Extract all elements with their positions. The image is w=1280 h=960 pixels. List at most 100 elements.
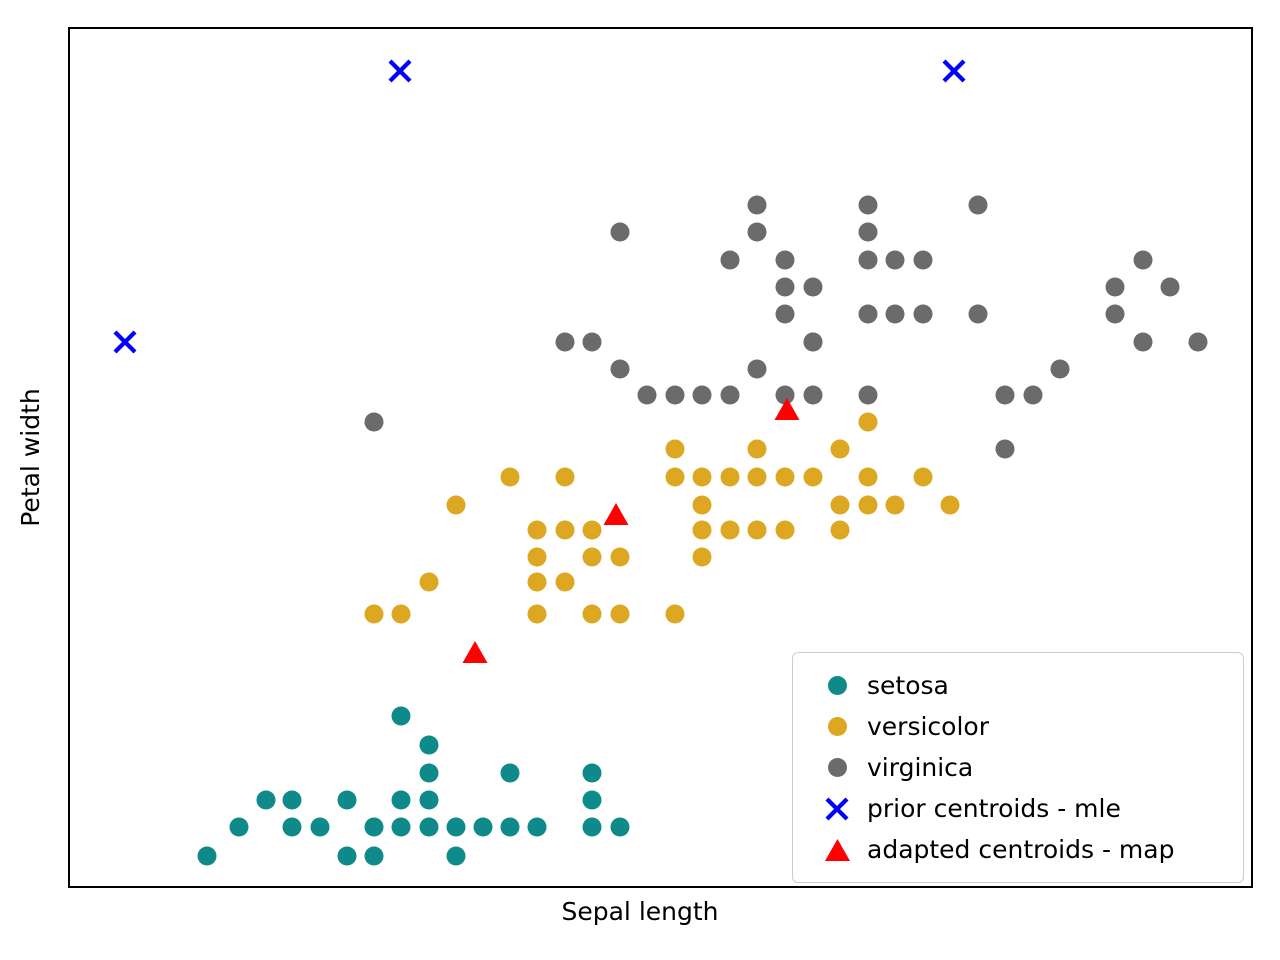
- data-point-setosa: [364, 846, 384, 866]
- legend-swatch: [827, 676, 847, 695]
- triangle-up-icon: [807, 829, 867, 870]
- data-point-setosa: [500, 817, 520, 837]
- data-point-virginica: [858, 385, 878, 405]
- data-point-versicolor: [665, 439, 685, 459]
- data-point-versicolor: [803, 467, 823, 487]
- data-point-versicolor: [858, 495, 878, 515]
- data-point-versicolor: [419, 572, 439, 592]
- data-point-virginica: [582, 332, 602, 352]
- data-point-versicolor: [720, 520, 740, 540]
- adapted-centroid-triangle-icon: [462, 640, 489, 664]
- data-point-virginica: [1023, 385, 1043, 405]
- data-point-virginica: [1133, 250, 1153, 270]
- data-point-versicolor: [913, 467, 933, 487]
- legend-label: setosa: [867, 671, 949, 700]
- data-point-versicolor: [692, 495, 712, 515]
- data-point-versicolor: [500, 467, 520, 487]
- data-point-virginica: [775, 304, 795, 324]
- data-point-setosa: [197, 846, 217, 866]
- data-point-setosa: [582, 790, 602, 810]
- data-point-setosa: [256, 790, 276, 810]
- data-point-setosa: [582, 763, 602, 783]
- legend-item-prior-centroids-mle: prior centroids - mle: [807, 788, 1227, 829]
- data-point-virginica: [885, 250, 905, 270]
- legend-label: prior centroids - mle: [867, 794, 1121, 823]
- y-axis-label-container: Petal width: [0, 0, 60, 915]
- data-point-virginica: [885, 304, 905, 324]
- data-point-virginica: [803, 332, 823, 352]
- data-point-setosa: [582, 817, 602, 837]
- circle-icon: [807, 665, 867, 706]
- data-point-versicolor: [555, 572, 575, 592]
- data-point-versicolor: [885, 495, 905, 515]
- data-point-virginica: [610, 222, 630, 242]
- data-point-virginica: [775, 385, 795, 405]
- legend-swatch: [827, 758, 847, 777]
- prior-centroid-x-icon: [387, 58, 413, 84]
- data-point-virginica: [747, 195, 767, 215]
- data-point-virginica: [858, 304, 878, 324]
- data-point-versicolor: [830, 495, 850, 515]
- circle-icon: [807, 747, 867, 788]
- prior-centroid-x-icon: [112, 329, 138, 355]
- data-point-versicolor: [527, 547, 547, 567]
- data-point-versicolor: [692, 520, 712, 540]
- legend-label: versicolor: [867, 712, 989, 741]
- data-point-versicolor: [527, 520, 547, 540]
- data-point-virginica: [775, 277, 795, 297]
- data-point-virginica: [1160, 277, 1180, 297]
- data-point-setosa: [282, 790, 302, 810]
- data-point-virginica: [720, 385, 740, 405]
- data-point-setosa: [473, 817, 493, 837]
- data-point-virginica: [968, 195, 988, 215]
- data-point-virginica: [858, 250, 878, 270]
- y-axis-label: Petal width: [15, 388, 45, 527]
- data-point-versicolor: [720, 467, 740, 487]
- data-point-setosa: [527, 817, 547, 837]
- data-point-virginica: [747, 222, 767, 242]
- data-point-virginica: [637, 385, 657, 405]
- legend-item-versicolor: versicolor: [807, 706, 1227, 747]
- legend-swatch: [827, 717, 847, 736]
- data-point-setosa: [391, 790, 411, 810]
- data-point-setosa: [446, 817, 466, 837]
- legend-item-adapted-centroids-map: adapted centroids - map: [807, 829, 1227, 870]
- data-point-virginica: [665, 385, 685, 405]
- data-point-versicolor: [582, 604, 602, 624]
- data-point-setosa: [364, 817, 384, 837]
- data-point-virginica: [913, 250, 933, 270]
- data-point-versicolor: [665, 604, 685, 624]
- data-point-versicolor: [858, 467, 878, 487]
- data-point-virginica: [995, 439, 1015, 459]
- data-point-virginica: [913, 304, 933, 324]
- data-point-versicolor: [830, 520, 850, 540]
- data-point-virginica: [775, 250, 795, 270]
- data-point-versicolor: [364, 604, 384, 624]
- data-point-versicolor: [747, 439, 767, 459]
- data-point-versicolor: [527, 572, 547, 592]
- data-point-virginica: [364, 412, 384, 432]
- data-point-versicolor: [555, 520, 575, 540]
- data-point-versicolor: [582, 520, 602, 540]
- data-point-virginica: [803, 277, 823, 297]
- data-point-setosa: [391, 817, 411, 837]
- data-point-versicolor: [858, 412, 878, 432]
- data-point-versicolor: [747, 520, 767, 540]
- data-point-versicolor: [747, 467, 767, 487]
- data-point-versicolor: [610, 547, 630, 567]
- data-point-setosa: [419, 763, 439, 783]
- data-point-virginica: [747, 359, 767, 379]
- data-point-versicolor: [775, 520, 795, 540]
- data-point-versicolor: [830, 439, 850, 459]
- data-point-setosa: [337, 790, 357, 810]
- circle-icon: [807, 706, 867, 747]
- data-point-setosa: [337, 846, 357, 866]
- data-point-setosa: [500, 763, 520, 783]
- data-point-setosa: [391, 706, 411, 726]
- data-point-virginica: [1133, 332, 1153, 352]
- data-point-virginica: [968, 304, 988, 324]
- data-point-versicolor: [391, 604, 411, 624]
- x-cross-icon: [807, 788, 867, 829]
